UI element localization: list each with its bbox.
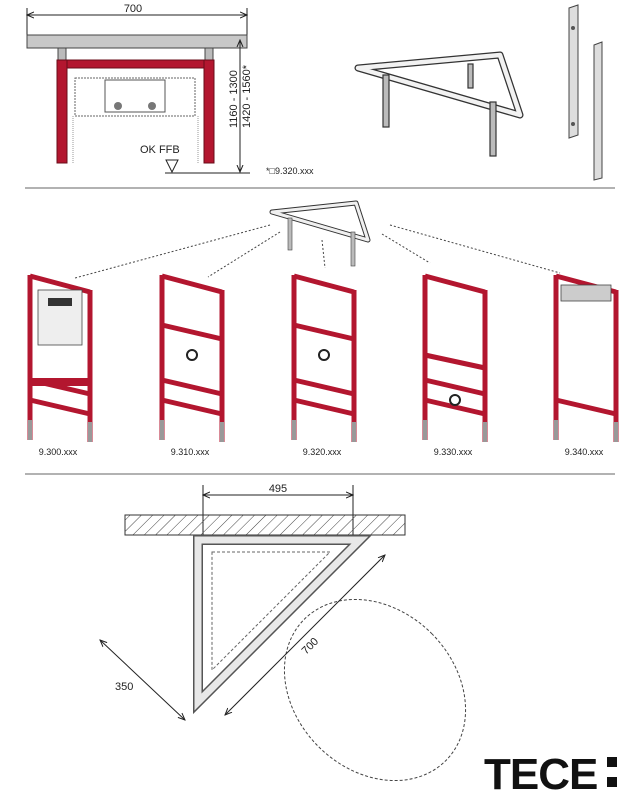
plan-diagonal-label: 700 <box>300 636 321 657</box>
leader-lines <box>74 224 561 279</box>
corner-bracket-top <box>26 34 248 49</box>
module-frame-9.300.xxx: 9.300.xxx <box>27 273 93 457</box>
frame-right-post <box>203 59 215 164</box>
module-frame-9.320.xxx: 9.320.xxx <box>291 273 357 457</box>
module-label: 9.340.xxx <box>565 447 604 457</box>
floor-level-icon <box>165 159 179 174</box>
front-view: 700 1160 - 1300 1420 - 1560* OK FFB *□9.… <box>27 3 314 176</box>
height-dimension-label-1: 1160 - 1300 <box>228 70 240 128</box>
plan-view: 495 350 700 <box>100 483 467 782</box>
module-label: 9.300.xxx <box>39 447 78 457</box>
module-frame-9.310.xxx: 9.310.xxx <box>159 273 225 457</box>
toilet-outline <box>283 598 467 782</box>
module-label: 9.320.xxx <box>303 447 342 457</box>
mounting-rails <box>568 4 603 181</box>
height-dimension-label-2: 1420 - 1560* <box>241 64 253 128</box>
logo-text: TECE <box>484 750 597 799</box>
corner-bracket-isometric <box>354 51 524 157</box>
plan-width-label: 495 <box>269 483 287 495</box>
module-label: 9.310.xxx <box>171 447 210 457</box>
module-label: 9.330.xxx <box>434 447 473 457</box>
frame-left-post <box>56 59 68 164</box>
wall-hatched <box>124 514 406 536</box>
corner-bracket-small <box>269 200 371 267</box>
footnote: *□9.320.xxx <box>266 166 314 176</box>
plan-side-label: 350 <box>115 681 133 693</box>
floor-level-label: OK FFB <box>140 144 180 156</box>
tece-logo: TECE <box>484 750 617 799</box>
module-frame-9.340.xxx: 9.340.xxx <box>553 273 619 457</box>
width-dimension-label: 700 <box>124 3 142 15</box>
module-frame-9.330.xxx: 9.330.xxx <box>422 273 488 457</box>
